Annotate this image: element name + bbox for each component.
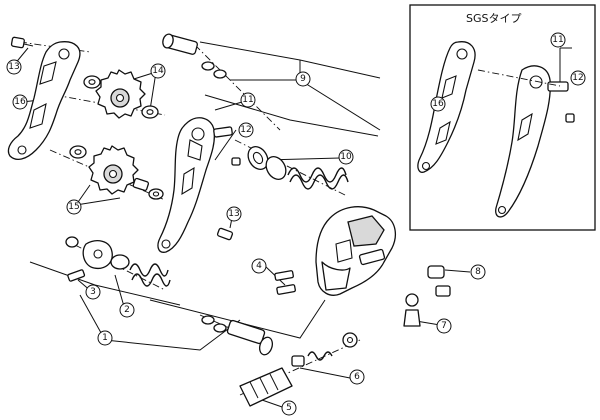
- callout-12: 12: [238, 122, 254, 138]
- callout-4: 4: [251, 258, 267, 274]
- svg-text:1: 1: [102, 333, 108, 343]
- svg-text:16: 16: [432, 99, 444, 109]
- barrel-adjuster: [239, 332, 358, 407]
- inner-cage-plate: [157, 117, 216, 253]
- svg-text:2: 2: [124, 305, 130, 315]
- axis-cage-pin: [194, 44, 281, 131]
- leader-9-bracket: [299, 60, 381, 131]
- callout-3: 3: [85, 284, 101, 300]
- leader-12: [214, 129, 237, 161]
- svg-text:15: 15: [68, 202, 79, 212]
- leader-14b: [149, 71, 157, 111]
- top-guide-pulley: [83, 69, 159, 119]
- svg-text:3: 3: [90, 287, 96, 297]
- inset-title: SGSタイプ: [466, 12, 522, 25]
- svg-text:6: 6: [354, 372, 360, 382]
- cage-stop-pin: [213, 126, 241, 166]
- callouts: 13 14 16 15 9 11 12 10: [6, 32, 586, 416]
- svg-text:13: 13: [8, 62, 19, 72]
- pin-bolt-top: [10, 36, 34, 49]
- leader-5: [261, 399, 286, 409]
- leader-15b: [75, 197, 121, 206]
- leader-9-top: [199, 41, 381, 79]
- sgs-type-inset: SGSタイプ: [409, 4, 596, 231]
- callout-15: 15: [66, 199, 82, 215]
- leader-1-c: [104, 319, 241, 351]
- inset-inner-plate: [495, 65, 551, 218]
- adjust-screws: [274, 270, 296, 295]
- derailleur-body: [315, 206, 397, 296]
- svg-text:14: 14: [152, 66, 164, 76]
- svg-text:7: 7: [441, 321, 447, 331]
- svg-text:12: 12: [240, 125, 251, 135]
- callout-2: 2: [119, 302, 135, 318]
- callout-11-inset: 11: [550, 32, 566, 48]
- callout-7: 7: [436, 318, 452, 334]
- cable-clamp: [427, 265, 451, 297]
- svg-text:11: 11: [242, 95, 253, 105]
- callout-13b: 13: [226, 206, 242, 222]
- callout-12-inset: 12: [570, 70, 586, 86]
- cage-return-spring: [247, 146, 349, 190]
- inset-stop-bolt: [565, 113, 575, 123]
- svg-text:13: 13: [228, 209, 239, 219]
- main-axle-bolt: [201, 315, 273, 356]
- leader-8: [444, 269, 471, 273]
- svg-text:10: 10: [340, 152, 352, 162]
- callout-14: 14: [150, 63, 166, 79]
- leader-1-a: [29, 261, 181, 306]
- callout-9: 9: [295, 71, 311, 87]
- callout-1: 1: [97, 330, 113, 346]
- fixing-bolt: [403, 293, 421, 327]
- leader-11: [214, 101, 243, 111]
- svg-text:16: 16: [14, 97, 26, 107]
- cage-pivot-pin: [162, 33, 227, 79]
- inset-outer-plate: [417, 41, 476, 173]
- callout-13: 13: [6, 59, 22, 75]
- callout-10: 10: [338, 149, 354, 165]
- outer-cage-plate: [7, 41, 81, 161]
- svg-text:5: 5: [286, 403, 292, 413]
- pin-bolt-lower: [216, 227, 234, 241]
- leader-1-d: [149, 299, 326, 339]
- svg-text:9: 9: [300, 74, 306, 84]
- leader-6: [299, 367, 351, 379]
- bottom-tension-pulley: [69, 145, 164, 200]
- b-axle-assembly: [65, 236, 171, 287]
- callout-8: 8: [470, 264, 486, 280]
- callout-6: 6: [349, 369, 365, 385]
- svg-text:12: 12: [572, 73, 583, 83]
- svg-text:8: 8: [475, 267, 481, 277]
- callout-5: 5: [281, 400, 297, 416]
- leader-9-low: [204, 94, 379, 137]
- callout-16: 16: [12, 94, 28, 110]
- callout-11: 11: [240, 92, 256, 108]
- svg-text:11: 11: [552, 35, 563, 45]
- svg-text:4: 4: [256, 261, 262, 271]
- inset-stop-pin: [547, 81, 569, 92]
- callout-16-inset: 16: [430, 96, 446, 112]
